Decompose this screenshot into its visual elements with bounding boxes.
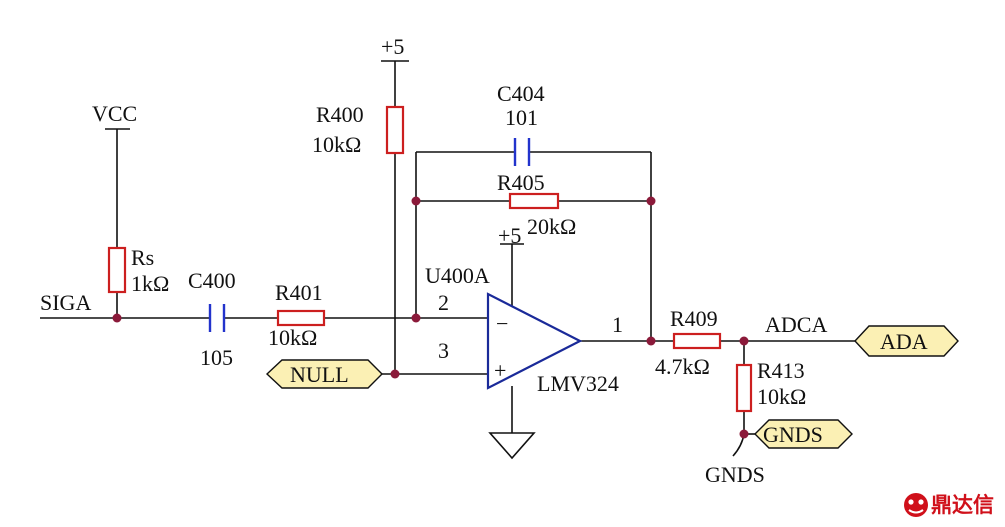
rs-value: 1kΩ — [131, 271, 169, 296]
port-gnds: GNDS — [754, 419, 853, 449]
resistor-r401 — [276, 309, 326, 327]
resistor-r405 — [508, 192, 560, 210]
resistor-r409 — [672, 332, 722, 350]
r405-ref: R405 — [497, 170, 545, 195]
opamp-minus-sign: − — [496, 311, 508, 336]
junctions — [112, 196, 749, 439]
junction-feedback-right — [646, 196, 656, 206]
c400-value: 105 — [200, 345, 233, 370]
c404-ref: C404 — [497, 81, 545, 106]
r413-value: 10kΩ — [757, 384, 806, 409]
capacitor-c404 — [513, 138, 531, 166]
r409-value: 4.7kΩ — [655, 354, 710, 379]
port-null: NULL — [265, 359, 383, 389]
resistor-rs — [107, 246, 127, 294]
plus5-opamp-label: +5 — [498, 223, 521, 248]
resistor-r413 — [735, 363, 753, 413]
u400a-ref: U400A — [425, 263, 490, 288]
port-ada-label: ADA — [880, 329, 928, 354]
pin-1-label: 1 — [612, 312, 623, 337]
r405-value: 20kΩ — [527, 214, 576, 239]
resistor-r400 — [385, 105, 405, 155]
junction-output — [646, 336, 656, 346]
port-gnds-label: GNDS — [763, 422, 823, 447]
junction-feedback-left — [411, 196, 421, 206]
r400-ref: R400 — [316, 102, 364, 127]
rs-ref: Rs — [131, 245, 154, 270]
opamp-plus-sign: + — [494, 358, 506, 383]
c404-value: 101 — [505, 105, 538, 130]
junction-noninverting — [390, 369, 400, 379]
watermark-text: 鼎达信 — [931, 493, 994, 517]
gnds-net-label: GNDS — [705, 462, 765, 487]
port-null-label: NULL — [290, 362, 349, 387]
r413-ref: R413 — [757, 358, 805, 383]
junction-adca — [739, 336, 749, 346]
junction-gnds — [739, 429, 749, 439]
dragon-logo-icon — [904, 493, 928, 517]
opamp-u400a: − + — [486, 292, 583, 390]
pin-3-label: 3 — [438, 338, 449, 363]
vcc-label: VCC — [92, 101, 137, 126]
ground-symbol — [488, 432, 536, 460]
watermark: 鼎达信 — [904, 493, 994, 517]
r401-value: 10kΩ — [268, 325, 317, 350]
siga-label: SIGA — [40, 290, 91, 315]
adca-label: ADCA — [765, 312, 827, 337]
r401-ref: R401 — [275, 280, 323, 305]
u400a-part: LMV324 — [537, 371, 619, 396]
junction-inverting — [411, 313, 421, 323]
c400-ref: C400 — [188, 268, 236, 293]
wires — [40, 60, 855, 457]
capacitor-c400 — [208, 304, 226, 332]
r400-value: 10kΩ — [312, 132, 361, 157]
junction-siga — [112, 313, 122, 323]
r409-ref: R409 — [670, 306, 718, 331]
pin-2-label: 2 — [438, 290, 449, 315]
plus5-top-label: +5 — [381, 34, 404, 59]
port-ada: ADA — [854, 325, 959, 357]
